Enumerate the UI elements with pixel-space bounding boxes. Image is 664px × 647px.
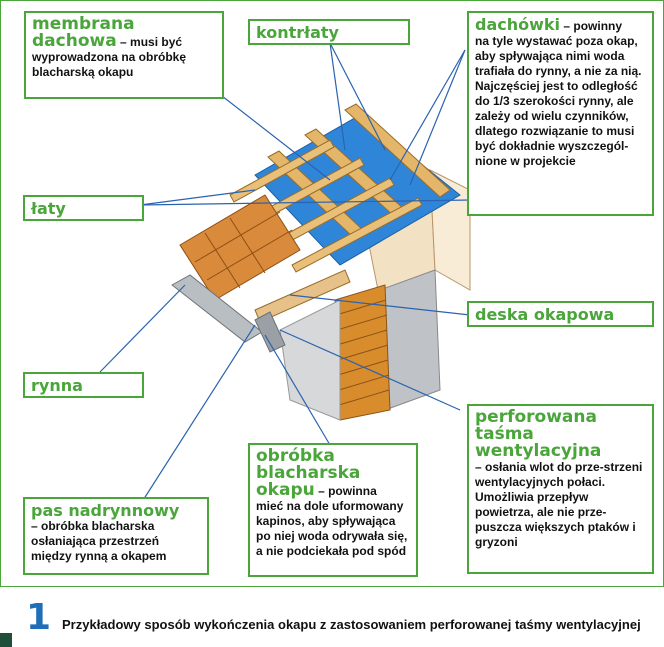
caption-text: Przykładowy sposób wykończenia okapu z z… xyxy=(62,617,641,632)
label-membrana-text: wyprowadzona na obróbkę blacharską okapu xyxy=(32,50,187,79)
label-obrobka-text-inline: – powinna xyxy=(314,484,377,498)
label-rynna: rynna xyxy=(23,372,144,398)
label-perforowana-tasma: perforowana taśma wentylacyjna – osłania… xyxy=(467,404,654,574)
roof-eave-illustration xyxy=(99,42,471,506)
label-perforowana-text: – osłania wlot do prze-strzeni wentylacy… xyxy=(475,460,643,549)
corner-mark xyxy=(0,633,12,647)
label-deska-okapowa: deska okapowa xyxy=(467,301,654,327)
label-membrana-heading-1: membrana xyxy=(32,14,135,34)
label-laty: łaty xyxy=(23,195,144,221)
label-obrobka-blacharska: obróbka blacharska okapu – powinna mieć … xyxy=(248,443,418,577)
label-laty-heading: łaty xyxy=(31,199,66,218)
label-perforowana-heading-1: perforowana xyxy=(475,407,597,427)
label-pas-text: – obróbka blacharska osłaniająca przestr… xyxy=(31,519,167,563)
label-kontrlaty: kontrłaty xyxy=(248,19,410,45)
soffit-wall xyxy=(279,299,341,421)
label-dachowki-text: na tyle wystawać poza okap, aby spływają… xyxy=(475,34,642,168)
label-perforowana-heading-2: taśma xyxy=(475,424,534,444)
label-membrana-text-inline: – musi być xyxy=(116,35,183,49)
battens xyxy=(229,139,423,273)
label-deska-heading: deska okapowa xyxy=(475,305,615,324)
label-pas-heading: pas nadrynnowy xyxy=(31,501,180,520)
leader-lines xyxy=(99,42,471,506)
label-rynna-heading: rynna xyxy=(31,376,83,395)
label-dachowki: dachówki – powinny na tyle wystawać poza… xyxy=(467,11,654,216)
label-kontrlaty-heading: kontrłaty xyxy=(256,23,339,42)
label-obrobka-heading-2: blacharska xyxy=(256,463,361,483)
caption-number: 1 xyxy=(26,597,52,638)
roof-tiles xyxy=(179,194,301,301)
label-obrobka-heading-1: obróbka xyxy=(256,446,335,466)
label-obrobka-heading-3: okapu xyxy=(256,480,315,500)
label-perforowana-heading-3: wentylacyjna xyxy=(475,441,602,461)
label-obrobka-text: mieć na dole uformowany kapinos, aby spł… xyxy=(256,499,408,558)
label-membrana-heading-2: dachowa xyxy=(32,31,117,51)
label-pas-nadrynnowy: pas nadrynnowy – obróbka blacharska osła… xyxy=(23,497,209,575)
counter-battens xyxy=(267,103,451,240)
label-dachowki-heading: dachówki xyxy=(475,15,561,34)
eave-flashing xyxy=(254,311,286,353)
label-dachowki-text-inline: – powinny xyxy=(560,19,623,33)
label-membrana-dachowa: membrana dachowa – musi być wyprowadzona… xyxy=(24,11,224,99)
